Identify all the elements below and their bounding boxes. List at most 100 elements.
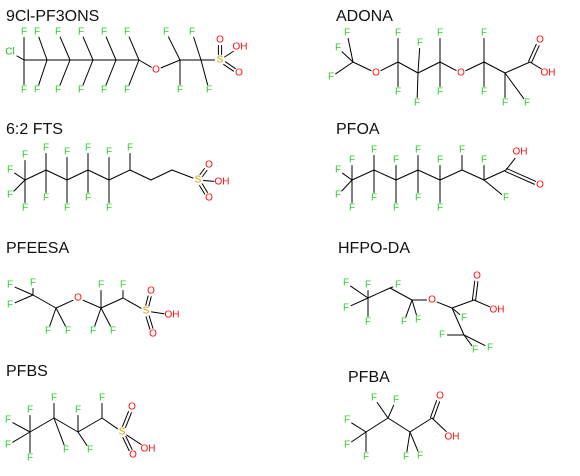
atom-label: F bbox=[343, 303, 349, 314]
atom-label: O bbox=[205, 160, 213, 171]
bond bbox=[405, 299, 413, 318]
atom-label: F bbox=[393, 203, 399, 214]
atom-label: F bbox=[124, 85, 130, 96]
bond bbox=[13, 179, 26, 192]
atom-label: F bbox=[55, 85, 61, 96]
molecule-title: ADONA bbox=[336, 8, 393, 25]
atom-label: O bbox=[74, 293, 82, 304]
atom-label: O bbox=[428, 295, 436, 306]
bond bbox=[12, 422, 31, 433]
bond bbox=[504, 61, 531, 74]
atom-label: O bbox=[147, 286, 155, 297]
atom-label: F bbox=[365, 317, 371, 328]
atom-label: F bbox=[417, 451, 423, 462]
bond bbox=[351, 422, 367, 433]
atom-label: F bbox=[349, 155, 355, 166]
molecule-title: PFOA bbox=[336, 121, 380, 138]
atom-label: F bbox=[106, 203, 112, 214]
bond bbox=[82, 36, 94, 61]
atom-label: F bbox=[459, 145, 465, 156]
atom-label: F bbox=[395, 280, 401, 291]
bond bbox=[45, 169, 68, 181]
atom-label: F bbox=[22, 150, 28, 161]
molecule-title: 6:2 FTS bbox=[6, 121, 63, 138]
bond bbox=[461, 169, 485, 181]
bond bbox=[150, 169, 173, 181]
bond bbox=[125, 412, 132, 428]
bond bbox=[38, 36, 48, 61]
bond bbox=[335, 61, 354, 75]
atom-label: F bbox=[63, 445, 69, 456]
bond bbox=[199, 185, 206, 195]
atom-label: Cl bbox=[5, 47, 14, 58]
bond bbox=[429, 400, 438, 418]
bond bbox=[483, 61, 506, 74]
bond bbox=[105, 59, 117, 86]
atom-label: OH bbox=[490, 305, 505, 316]
atom-label: F bbox=[415, 145, 421, 156]
atom-label: F bbox=[344, 28, 350, 39]
bond bbox=[77, 417, 103, 433]
atom-label: F bbox=[395, 28, 401, 39]
bond bbox=[122, 297, 142, 309]
atom-label: F bbox=[27, 405, 33, 416]
atom-label: F bbox=[415, 315, 421, 326]
atom-label: F bbox=[101, 27, 107, 38]
bond bbox=[451, 299, 475, 309]
atom-label: F bbox=[414, 98, 420, 109]
bond bbox=[145, 316, 151, 330]
bond bbox=[465, 61, 485, 72]
bond bbox=[347, 37, 354, 63]
atom-label: S bbox=[217, 55, 224, 66]
bond bbox=[53, 417, 65, 446]
bond bbox=[53, 417, 79, 433]
bond bbox=[471, 280, 476, 301]
atom-label: F bbox=[335, 190, 341, 201]
bond bbox=[505, 157, 516, 171]
atom-label: F bbox=[120, 280, 126, 291]
atom-label: F bbox=[43, 193, 49, 204]
atom-label: O bbox=[536, 35, 544, 46]
bond bbox=[389, 286, 394, 289]
bond bbox=[417, 169, 441, 181]
bond bbox=[171, 169, 194, 179]
bond bbox=[160, 59, 181, 69]
bond bbox=[409, 431, 419, 452]
atom-label: F bbox=[363, 452, 369, 463]
bond bbox=[352, 61, 372, 72]
atom-label: F bbox=[335, 165, 341, 176]
bond bbox=[224, 61, 236, 70]
bond bbox=[202, 179, 215, 182]
atom-label: F bbox=[21, 27, 27, 38]
bond bbox=[126, 434, 142, 446]
bond bbox=[66, 169, 89, 181]
bond bbox=[341, 172, 353, 181]
atom-label: F bbox=[110, 326, 116, 337]
atom-label: F bbox=[51, 393, 57, 404]
molecule-title: PFBS bbox=[6, 363, 48, 380]
bond bbox=[12, 431, 31, 443]
atom-label: F bbox=[481, 155, 487, 166]
atom-label: S bbox=[143, 306, 150, 317]
bond bbox=[55, 307, 66, 327]
bond bbox=[129, 169, 152, 181]
bond bbox=[167, 36, 181, 61]
atom-label: F bbox=[481, 87, 487, 98]
bond bbox=[406, 431, 411, 453]
bond bbox=[433, 401, 441, 420]
atom-label: F bbox=[437, 203, 443, 214]
bond bbox=[506, 168, 537, 182]
bond bbox=[82, 299, 102, 309]
bond bbox=[201, 183, 208, 193]
bond bbox=[504, 170, 535, 185]
atom-label: F bbox=[99, 393, 105, 404]
bond bbox=[395, 169, 419, 181]
bond bbox=[108, 169, 131, 181]
atom-label: O bbox=[216, 35, 224, 46]
atom-label: F bbox=[403, 452, 409, 463]
atom-label: F bbox=[415, 193, 421, 204]
atom-label: F bbox=[395, 87, 401, 98]
bond bbox=[431, 417, 447, 432]
